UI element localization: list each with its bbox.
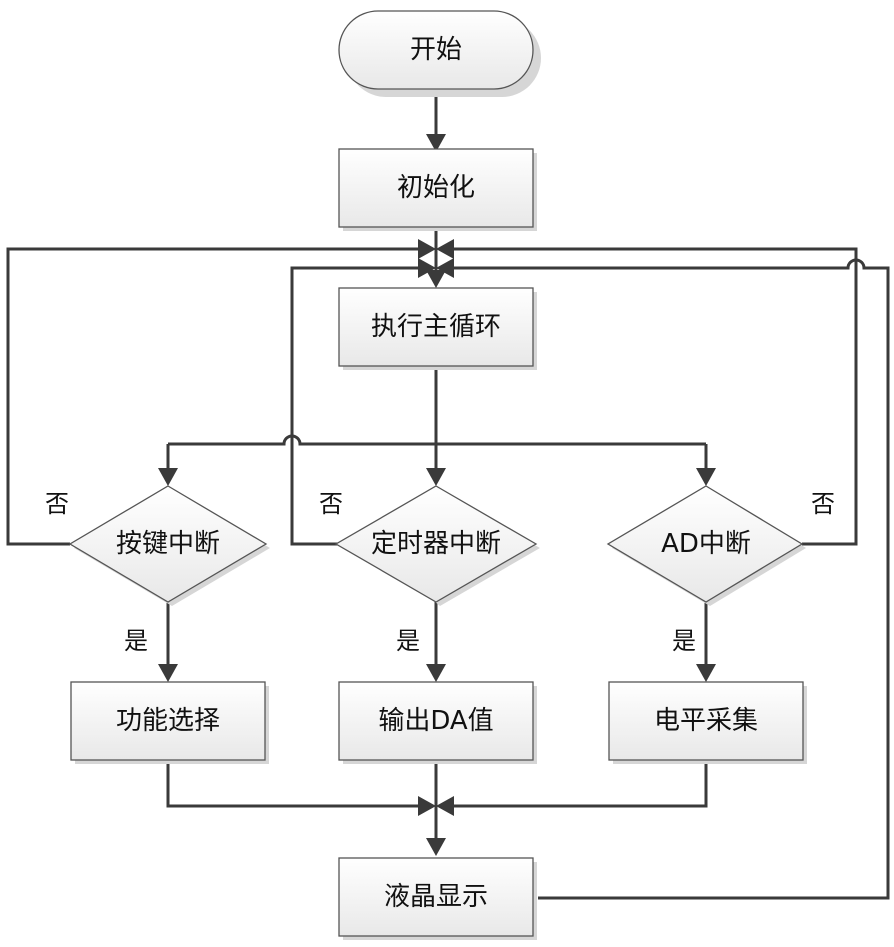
node-start[interactable]: 开始 <box>338 10 541 97</box>
edge-level-lcd <box>450 762 708 808</box>
arrowhead-icon <box>418 258 436 278</box>
edge-key-no <box>6 247 422 546</box>
node-key-interrupt-label: 按键中断 <box>116 529 220 559</box>
arrowhead-icon <box>426 664 446 682</box>
edge-timer-no <box>290 266 422 546</box>
label-timer-yes: 是 <box>396 627 420 655</box>
label-ad-yes: 是 <box>672 627 696 655</box>
label-key-no: 否 <box>45 490 69 518</box>
node-function-select-label: 功能选择 <box>116 706 220 736</box>
arrowhead-icon <box>426 838 446 856</box>
edge-labels: 否 否 否 是 是 是 <box>45 490 835 655</box>
arrowhead-icon <box>158 468 178 486</box>
arrowhead-icon <box>418 239 436 259</box>
node-start-label: 开始 <box>410 35 462 65</box>
node-init-label: 初始化 <box>397 173 475 203</box>
node-timer-interrupt[interactable]: 定时器中断 <box>334 485 540 606</box>
node-output-da-label: 输出DA值 <box>378 706 493 736</box>
node-ad-interrupt-label: AD中断 <box>661 529 751 559</box>
arrowhead-icon <box>426 270 446 288</box>
node-output-da[interactable]: 输出DA值 <box>338 681 537 764</box>
label-timer-no: 否 <box>319 490 343 518</box>
node-main-loop-label: 执行主循环 <box>371 312 501 342</box>
node-timer-interrupt-label: 定时器中断 <box>371 529 501 559</box>
arrowhead-icon <box>696 664 716 682</box>
node-lcd-display-label: 液晶显示 <box>384 882 488 912</box>
edge-lcd-mainloop <box>450 258 890 900</box>
nodes: 开始 初始化 执行主循环 按键中断 定时器中断 <box>68 10 807 940</box>
edge-func-lcd <box>166 762 422 808</box>
node-level-sample-label: 电平采集 <box>654 706 758 736</box>
node-init[interactable]: 初始化 <box>338 148 537 231</box>
arrowhead-icon <box>696 468 716 486</box>
arrowhead-icon <box>158 664 178 682</box>
node-lcd-display[interactable]: 液晶显示 <box>338 857 537 940</box>
edge-branch-bar <box>168 434 706 446</box>
arrowhead-icon <box>426 134 446 152</box>
edges <box>6 90 890 900</box>
arrowhead-icon <box>426 468 446 486</box>
arrowhead-icon <box>436 239 454 259</box>
node-main-loop[interactable]: 执行主循环 <box>338 287 537 370</box>
arrowhead-icon <box>436 796 454 816</box>
label-key-yes: 是 <box>124 627 148 655</box>
edge-ad-no <box>450 247 858 546</box>
arrowhead-icon <box>418 796 436 816</box>
arrowhead-icon <box>436 258 454 278</box>
label-ad-no: 否 <box>811 490 835 518</box>
node-key-interrupt[interactable]: 按键中断 <box>68 485 270 606</box>
node-level-sample[interactable]: 电平采集 <box>608 681 807 764</box>
node-function-select[interactable]: 功能选择 <box>70 681 269 764</box>
node-ad-interrupt[interactable]: AD中断 <box>606 485 806 606</box>
